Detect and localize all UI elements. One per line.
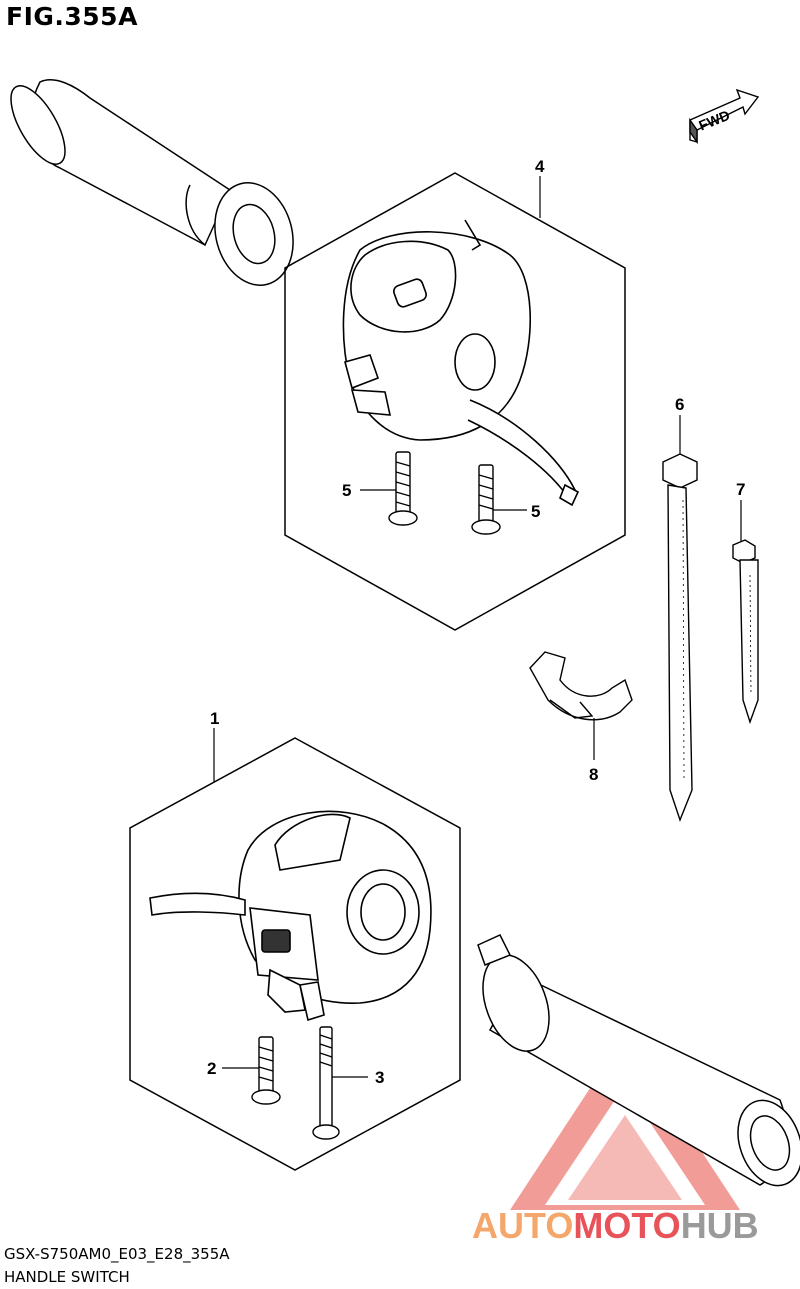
callout-3: 3: [375, 1068, 384, 1087]
callout-4: 4: [535, 157, 545, 176]
cable-tie-7: [732, 539, 759, 725]
cable-tie-6: [662, 453, 698, 823]
watermark-text: AUTOMOTOHUB: [472, 1205, 759, 1246]
callout-2: 2: [207, 1059, 216, 1078]
right-handlebar-switch: [342, 219, 580, 507]
callout-7: 7: [736, 480, 745, 499]
assembly-outline-4: [284, 172, 626, 631]
callout-5-left: 5: [342, 481, 351, 500]
watermark-logo: [510, 1035, 740, 1210]
watermark-auto: AUTO: [472, 1205, 573, 1246]
fwd-label: FWD: [696, 107, 732, 134]
screw-5-left: [388, 451, 418, 526]
left-grip: [10, 79, 294, 286]
screw-5-right: [471, 464, 501, 535]
screw-2: [251, 1036, 281, 1105]
fwd-arrow-icon: FWD: [689, 88, 760, 145]
figure-title: FIG.355A: [6, 2, 138, 31]
clamp-8: [529, 651, 633, 721]
watermark-hub: HUB: [681, 1205, 759, 1246]
figure-name: HANDLE SWITCH: [4, 1268, 130, 1286]
callout-6: 6: [675, 395, 684, 414]
callout-1: 1: [210, 709, 219, 728]
callout-8: 8: [589, 765, 598, 784]
left-handlebar-switch: [149, 810, 432, 1022]
figure-code: GSX-S750AM0_E03_E28_355A: [4, 1245, 230, 1263]
right-grip: [477, 934, 800, 1187]
leader-lines: [213, 176, 742, 1078]
assembly-outline-1: [129, 737, 461, 1171]
callout-5-right: 5: [531, 502, 540, 521]
screw-3: [312, 1026, 340, 1140]
watermark-moto: MOTO: [573, 1205, 680, 1246]
